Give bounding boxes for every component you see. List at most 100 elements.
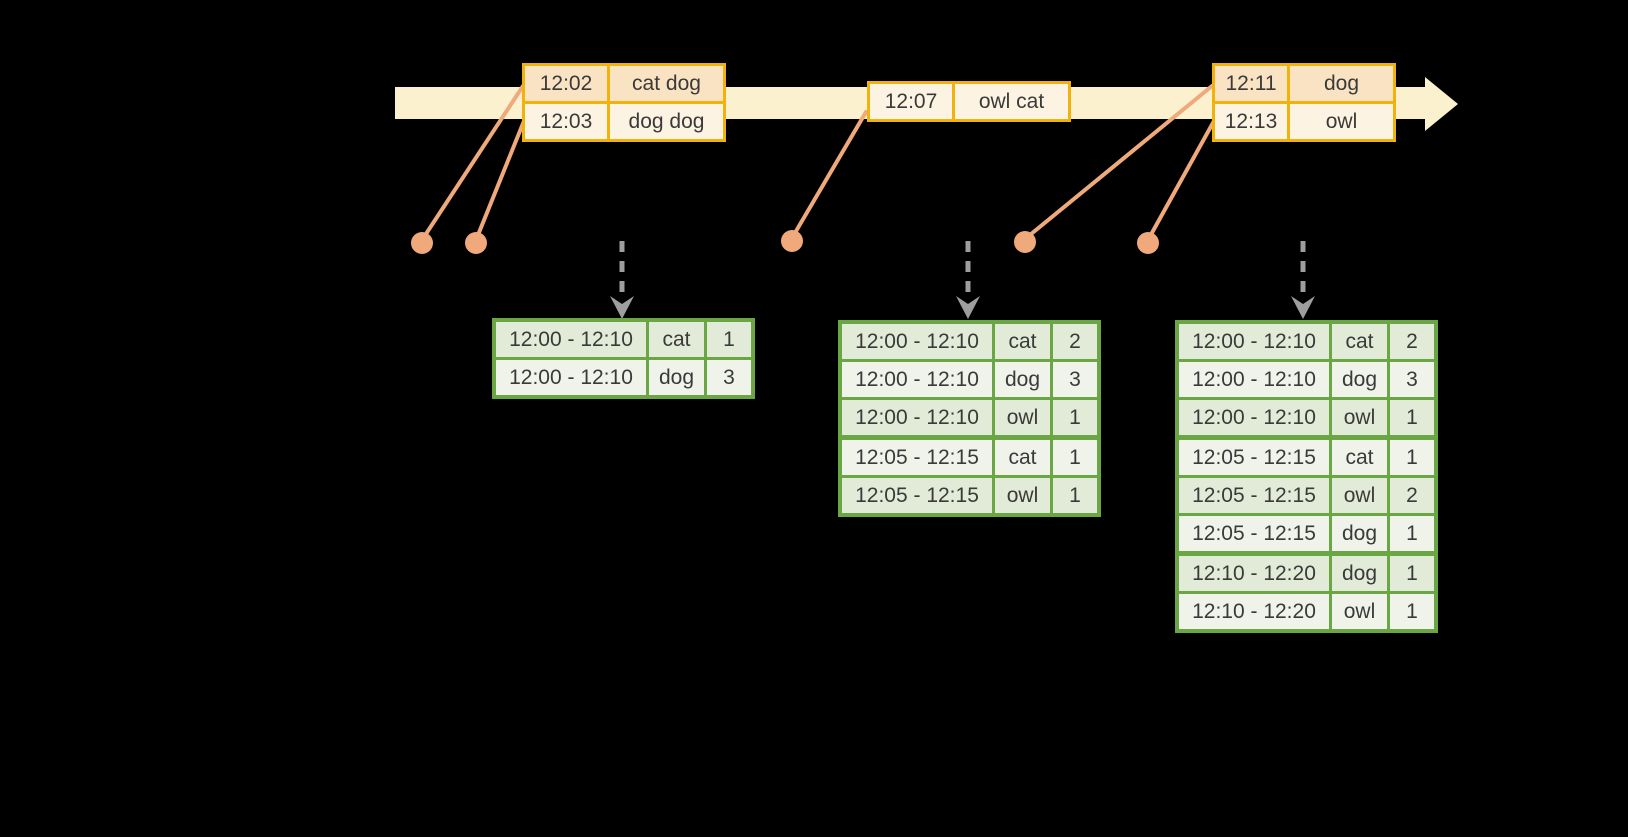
- event-time: 12:11: [1212, 63, 1290, 104]
- trigger-arrows: [619, 241, 1306, 300]
- table-row: 12:00 - 12:10 owl 1: [1175, 397, 1438, 439]
- result-count: 1: [1387, 435, 1438, 478]
- table-row: 12:00 - 12:10 dog 3: [838, 359, 1101, 400]
- event-connector-lines: [420, 84, 1216, 242]
- result-window: 12:05 - 12:15: [838, 475, 995, 517]
- result-word: owl: [992, 397, 1053, 439]
- result-count: 3: [1050, 359, 1101, 400]
- event-words: dog: [1287, 63, 1396, 104]
- event-table-3: 12:11 dog 12:13 owl: [1212, 63, 1396, 142]
- event-table-1: 12:02 cat dog 12:03 dog dog: [522, 63, 726, 142]
- result-count: 1: [1387, 551, 1438, 594]
- result-window: 12:00 - 12:10: [492, 357, 649, 399]
- event-time: 12:13: [1212, 101, 1290, 142]
- result-table-1: 12:00 - 12:10 cat 1 12:00 - 12:10 dog 3: [492, 318, 755, 399]
- event-table-2: 12:07 owl cat: [867, 81, 1071, 122]
- result-word: cat: [646, 318, 707, 360]
- result-word: cat: [1329, 435, 1390, 478]
- event-line-1211: [1023, 84, 1214, 241]
- event-dot-1207: [781, 230, 803, 252]
- result-word: owl: [992, 475, 1053, 517]
- event-dots: [411, 230, 1159, 254]
- result-window: 12:05 - 12:15: [1175, 513, 1332, 555]
- result-word: dog: [1329, 551, 1390, 594]
- table-row: 12:05 - 12:15 dog 1: [1175, 513, 1438, 555]
- result-window: 12:00 - 12:10: [838, 359, 995, 400]
- timeline-arrowhead-icon: [1425, 77, 1458, 131]
- event-line-1213: [1146, 119, 1216, 242]
- result-window: 12:00 - 12:10: [492, 318, 649, 360]
- result-word: cat: [992, 435, 1053, 478]
- result-word: cat: [992, 320, 1053, 362]
- result-count: 2: [1050, 320, 1101, 362]
- event-dot-1203: [465, 232, 487, 254]
- table-row: 12:10 - 12:20 owl 1: [1175, 591, 1438, 633]
- result-window: 12:10 - 12:20: [1175, 591, 1332, 633]
- result-word: owl: [1329, 397, 1390, 439]
- result-table-2: 12:00 - 12:10 cat 2 12:00 - 12:10 dog 3 …: [838, 320, 1101, 517]
- result-window: 12:00 - 12:10: [1175, 397, 1332, 439]
- result-window: 12:00 - 12:10: [838, 397, 995, 439]
- table-row: 12:10 - 12:20 dog 1: [1175, 551, 1438, 594]
- trigger-arrowhead-3-icon: [1291, 296, 1315, 319]
- table-row: 12:05 - 12:15 cat 1: [838, 435, 1101, 478]
- result-count: 1: [1387, 513, 1438, 555]
- table-row: 12:00 - 12:10 dog 3: [492, 357, 755, 399]
- result-count: 3: [704, 357, 755, 399]
- table-row: 12:05 - 12:15 owl 2: [1175, 475, 1438, 516]
- event-words: dog dog: [607, 101, 726, 142]
- event-time: 12:07: [867, 81, 955, 122]
- table-row: 12:03 dog dog: [522, 101, 726, 142]
- result-count: 1: [1050, 397, 1101, 439]
- result-window: 12:10 - 12:20: [1175, 551, 1332, 594]
- table-row: 12:00 - 12:10 cat 2: [1175, 320, 1438, 362]
- event-line-1207: [790, 110, 868, 240]
- event-dot-1213: [1137, 232, 1159, 254]
- event-line-1202: [420, 84, 525, 242]
- event-words: cat dog: [607, 63, 726, 104]
- result-word: dog: [1329, 513, 1390, 555]
- result-word: dog: [646, 357, 707, 399]
- table-row: 12:07 owl cat: [867, 81, 1071, 122]
- result-word: dog: [992, 359, 1053, 400]
- result-table-3: 12:00 - 12:10 cat 2 12:00 - 12:10 dog 3 …: [1175, 320, 1438, 633]
- table-row: 12:00 - 12:10 cat 2: [838, 320, 1101, 362]
- trigger-arrowhead-2-icon: [956, 296, 980, 319]
- result-word: cat: [1329, 320, 1390, 362]
- table-row: 12:00 - 12:10 dog 3: [1175, 359, 1438, 400]
- result-count: 2: [1387, 475, 1438, 516]
- table-row: 12:05 - 12:15 cat 1: [1175, 435, 1438, 478]
- result-window: 12:05 - 12:15: [838, 435, 995, 478]
- event-time: 12:03: [522, 101, 610, 142]
- result-count: 1: [1050, 475, 1101, 517]
- event-dot-1211: [1014, 231, 1036, 253]
- table-row: 12:02 cat dog: [522, 63, 726, 104]
- table-row: 12:11 dog: [1212, 63, 1396, 104]
- table-row: 12:00 - 12:10 cat 1: [492, 318, 755, 360]
- event-words: owl cat: [952, 81, 1071, 122]
- result-word: owl: [1329, 475, 1390, 516]
- result-count: 1: [1387, 397, 1438, 439]
- result-window: 12:00 - 12:10: [1175, 359, 1332, 400]
- event-words: owl: [1287, 101, 1396, 142]
- result-window: 12:00 - 12:10: [838, 320, 995, 362]
- result-count: 1: [1387, 591, 1438, 633]
- result-word: owl: [1329, 591, 1390, 633]
- result-count: 1: [704, 318, 755, 360]
- result-window: 12:05 - 12:15: [1175, 475, 1332, 516]
- result-word: dog: [1329, 359, 1390, 400]
- result-count: 1: [1050, 435, 1101, 478]
- table-row: 12:13 owl: [1212, 101, 1396, 142]
- result-count: 3: [1387, 359, 1438, 400]
- event-dot-1202: [411, 232, 433, 254]
- table-row: 12:00 - 12:10 owl 1: [838, 397, 1101, 439]
- event-line-1203: [474, 119, 526, 242]
- trigger-arrowheads: [610, 296, 1315, 319]
- result-window: 12:00 - 12:10: [1175, 320, 1332, 362]
- event-time: 12:02: [522, 63, 610, 104]
- table-row: 12:05 - 12:15 owl 1: [838, 475, 1101, 517]
- trigger-arrowhead-1-icon: [610, 296, 634, 319]
- result-count: 2: [1387, 320, 1438, 362]
